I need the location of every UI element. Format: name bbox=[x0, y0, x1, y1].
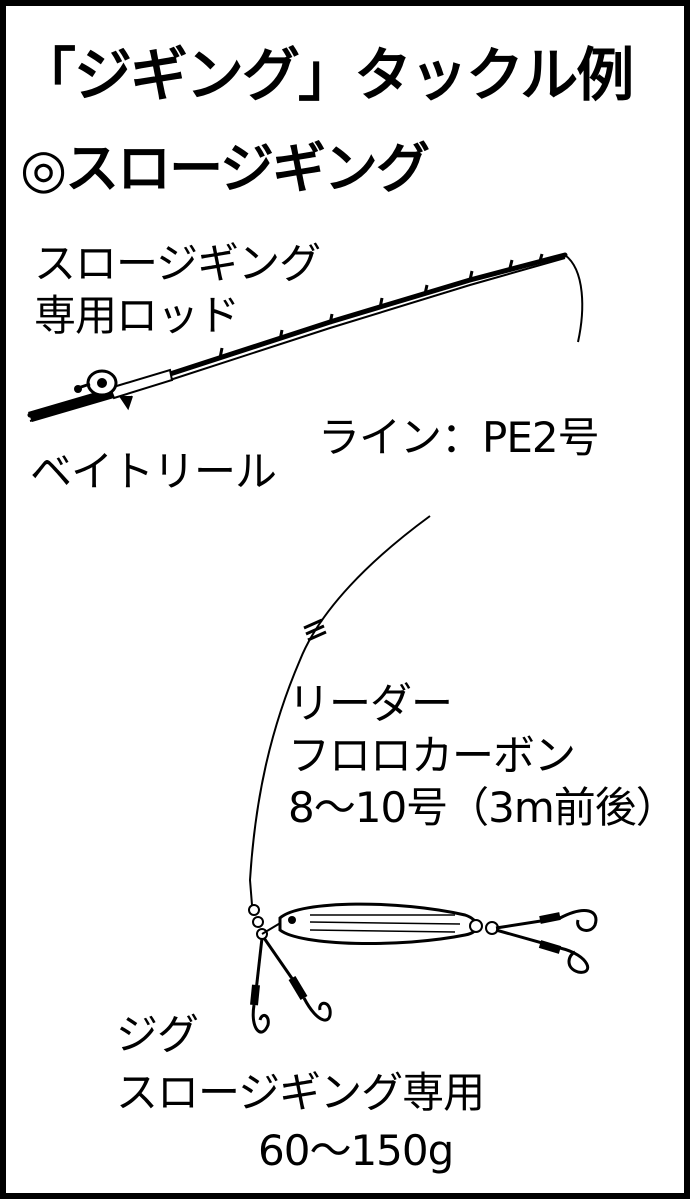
line-label: ライン：PE2号 bbox=[318, 413, 600, 462]
jig-label: ジグ スロージギング専用 60～150g bbox=[116, 1006, 485, 1180]
jig-label-line1: ジグ bbox=[116, 1010, 199, 1059]
diagram-subtitle: ◎スロージギング bbox=[20, 137, 430, 200]
rod-label: スロージギング 専用ロッド bbox=[34, 238, 321, 342]
rod-label-line1: スロージギング bbox=[34, 239, 321, 288]
jig-illustration bbox=[248, 902, 598, 1034]
leader-label-line3: 8～10号（3m前後） bbox=[288, 783, 678, 832]
reel-label: ベイトリール bbox=[30, 447, 277, 496]
rod-label-line2: 専用ロッド bbox=[34, 291, 240, 340]
jig-label-line2: スロージギング専用 bbox=[116, 1068, 485, 1117]
leader-label: リーダー フロロカーボン 8～10号（3m前後） bbox=[288, 678, 678, 834]
leader-label-line1: リーダー bbox=[288, 679, 453, 728]
line-and-leader-illustration bbox=[248, 515, 431, 906]
jig-label-line3: 60～150g bbox=[258, 1126, 454, 1175]
rod-illustration bbox=[27, 252, 584, 422]
diagram-title: 「ジギング」タックル例 bbox=[18, 41, 634, 109]
bait-reel-illustration bbox=[74, 369, 118, 397]
tackle-illustration bbox=[27, 252, 598, 1034]
leader-label-line2: フロロカーボン bbox=[288, 731, 576, 780]
